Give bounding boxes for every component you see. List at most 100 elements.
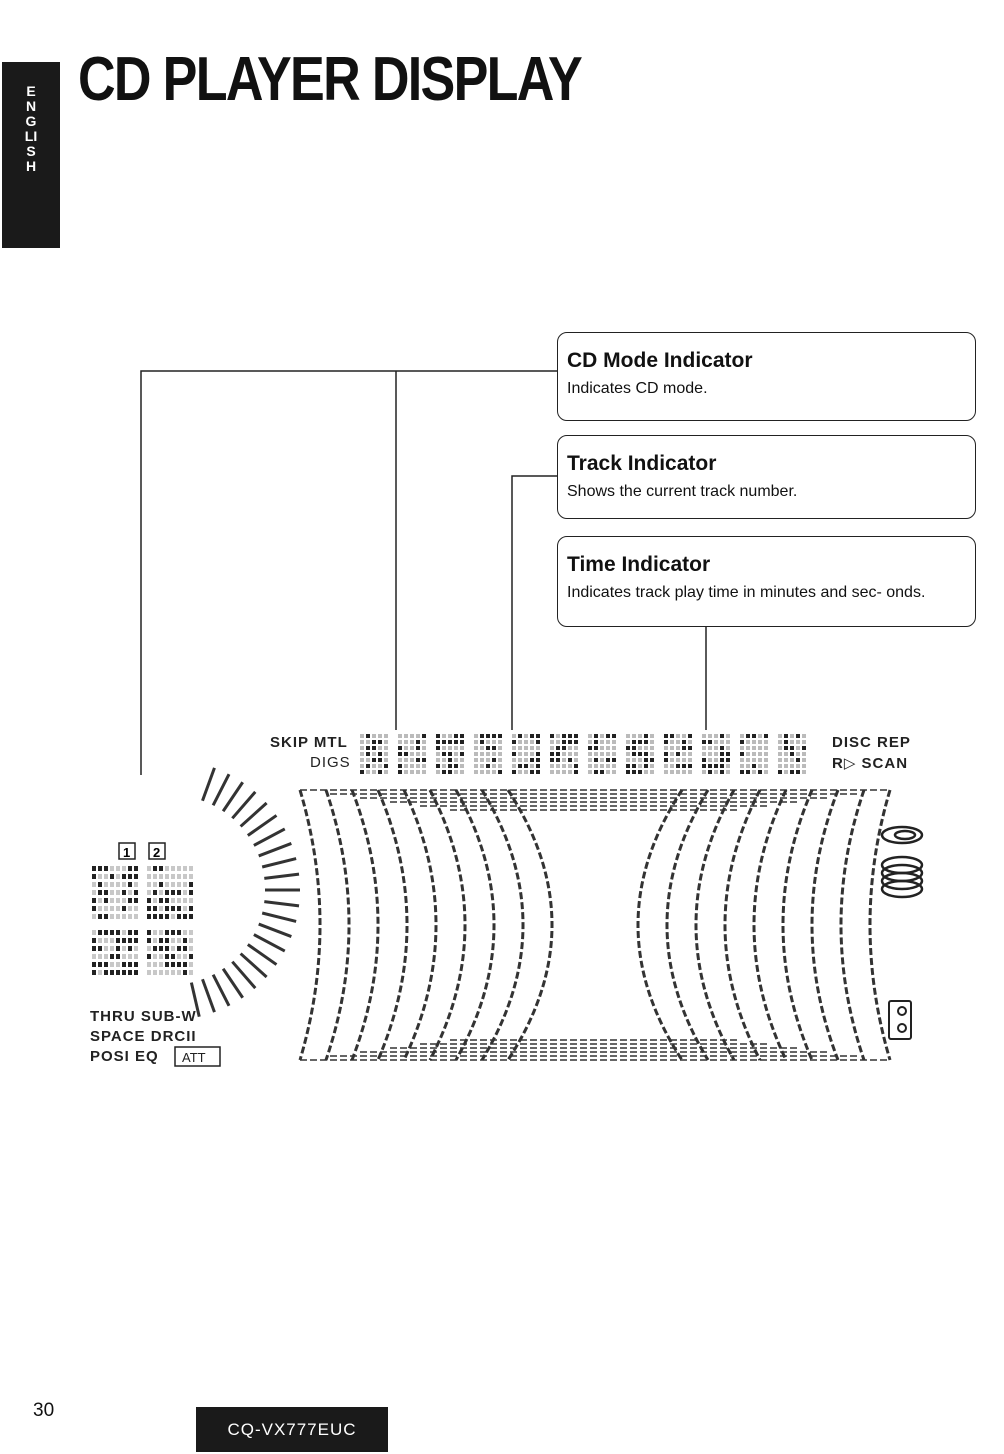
matrix-dot [758, 764, 762, 768]
matrix-dot [378, 758, 382, 762]
matrix-dot [612, 740, 616, 744]
matrix-dot [644, 734, 648, 738]
mini-matrix-dot [177, 866, 181, 871]
mini-matrix-dot [171, 970, 175, 975]
mini-matrix-dot [98, 874, 102, 879]
matrix-dot [568, 758, 572, 762]
mini-matrix-dot [183, 890, 187, 895]
mini-matrix-dot [189, 890, 193, 895]
mini-matrix-dot [189, 946, 193, 951]
mini-matrix-dot [116, 938, 120, 943]
matrix-dot [524, 734, 528, 738]
mini-matrix-dot [110, 946, 114, 951]
mini-matrix-dot [128, 866, 132, 871]
fan-segment [264, 874, 299, 878]
matrix-dot [422, 734, 426, 738]
mini-matrix-dot [104, 938, 108, 943]
mini-matrix-dot [177, 906, 181, 911]
mini-matrix-dot [147, 890, 151, 895]
matrix-dot [670, 734, 674, 738]
curve-bar-right [754, 790, 786, 1060]
matrix-dot [422, 752, 426, 756]
matrix-dot [530, 764, 534, 768]
mini-matrix-dot [171, 890, 175, 895]
matrix-dot [474, 758, 478, 762]
mini-matrix-dot [183, 882, 187, 887]
mini-matrix-dot [177, 890, 181, 895]
matrix-dot [714, 764, 718, 768]
matrix-dot [726, 740, 730, 744]
mini-matrix-dot [171, 938, 175, 943]
matrix-dot [474, 746, 478, 750]
matrix-dot [512, 740, 516, 744]
matrix-dot [410, 734, 414, 738]
mini-matrix-dot [104, 882, 108, 887]
matrix-dot [486, 746, 490, 750]
mini-matrix-dot [177, 874, 181, 879]
matrix-dot [404, 770, 408, 774]
mini-matrix-dot [128, 946, 132, 951]
matrix-dot [536, 734, 540, 738]
fan-segment [223, 969, 243, 998]
matrix-dot [702, 764, 706, 768]
mini-matrix-dot [128, 898, 132, 903]
mini-matrix-dot [104, 890, 108, 895]
matrix-dot [366, 740, 370, 744]
matrix-dot [436, 752, 440, 756]
matrix-dot [498, 764, 502, 768]
mini-matrix-dot [165, 954, 169, 959]
mini-matrix-dot [110, 962, 114, 967]
matrix-dot [492, 770, 496, 774]
curve-bar-right [638, 790, 682, 1060]
matrix-dot [404, 764, 408, 768]
matrix-dot [688, 770, 692, 774]
preset-1-label: 1 [123, 845, 130, 860]
fan-segment [254, 829, 285, 845]
mini-matrix-dot [153, 962, 157, 967]
mini-matrix-dot [147, 970, 151, 975]
mini-matrix-dot [183, 938, 187, 943]
matrix-dot [726, 734, 730, 738]
matrix-dot [460, 752, 464, 756]
matrix-dot [670, 758, 674, 762]
matrix-dot [606, 758, 610, 762]
matrix-dot [664, 770, 668, 774]
mini-matrix-dot [183, 962, 187, 967]
mini-matrix-dot [159, 906, 163, 911]
mini-matrix-dot [110, 938, 114, 943]
mini-matrix-dot [98, 946, 102, 951]
matrix-dot [632, 752, 636, 756]
mini-matrix-dot [116, 930, 120, 935]
matrix-dot [536, 746, 540, 750]
curve-bar-right [783, 790, 812, 1060]
fan-segment [262, 913, 296, 921]
matrix-dot [644, 758, 648, 762]
matrix-dot [574, 746, 578, 750]
matrix-dot [360, 752, 364, 756]
mini-matrix-dot [92, 970, 96, 975]
fan-segment [223, 782, 243, 811]
matrix-dot [720, 758, 724, 762]
matrix-dot [670, 740, 674, 744]
matrix-dot [796, 740, 800, 744]
matrix-dot [746, 746, 750, 750]
matrix-dot [474, 740, 478, 744]
mini-matrix-dot [134, 874, 138, 879]
matrix-dot [664, 746, 668, 750]
matrix-dot [632, 740, 636, 744]
mini-matrix-dot [177, 914, 181, 919]
matrix-dot [486, 752, 490, 756]
curve-bar-right [841, 790, 864, 1060]
page-number: 30 [33, 1400, 54, 1422]
matrix-dot [550, 752, 554, 756]
mini-matrix-dot [177, 938, 181, 943]
mini-matrix-dot [122, 866, 126, 871]
mini-matrix-dot [153, 866, 157, 871]
matrix-dot [682, 746, 686, 750]
matrix-dot [702, 752, 706, 756]
matrix-dot [422, 770, 426, 774]
matrix-dot [518, 764, 522, 768]
matrix-dot [360, 734, 364, 738]
matrix-dot [410, 764, 414, 768]
mini-matrix-dot [128, 970, 132, 975]
